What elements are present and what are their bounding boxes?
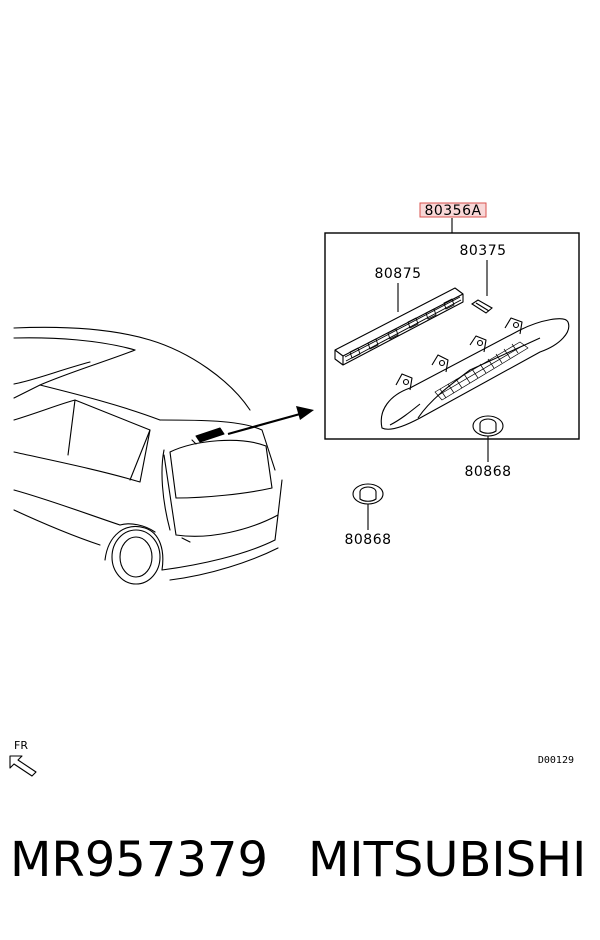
- diagram-code: D00129: [538, 755, 574, 766]
- orientation-label: FR: [14, 739, 28, 752]
- footer: MR957379 MITSUBISHI: [0, 832, 600, 902]
- grommet-right-part: [472, 415, 504, 437]
- pointer-arrow: [227, 406, 314, 436]
- callout-assembly[interactable]: 80356A: [419, 202, 487, 219]
- callout-assembly-label: 80356A: [424, 203, 481, 219]
- brand-name: MITSUBISHI: [308, 832, 587, 888]
- grommet-left-part: [352, 483, 384, 505]
- car-illustration: [13, 326, 283, 585]
- bracket-part: [334, 287, 464, 366]
- callout-bracket-label[interactable]: 80875: [374, 266, 421, 282]
- front-arrow-icon: [9, 755, 37, 777]
- bulb-part: [470, 299, 493, 314]
- callout-grommet-left-label[interactable]: 80868: [344, 532, 391, 548]
- lamp-housing: [380, 317, 570, 430]
- orientation-indicator: FR: [9, 739, 37, 777]
- part-number: MR957379: [10, 832, 268, 888]
- callout-bulb-label[interactable]: 80375: [459, 243, 506, 259]
- callout-grommet-right-label[interactable]: 80868: [464, 464, 511, 480]
